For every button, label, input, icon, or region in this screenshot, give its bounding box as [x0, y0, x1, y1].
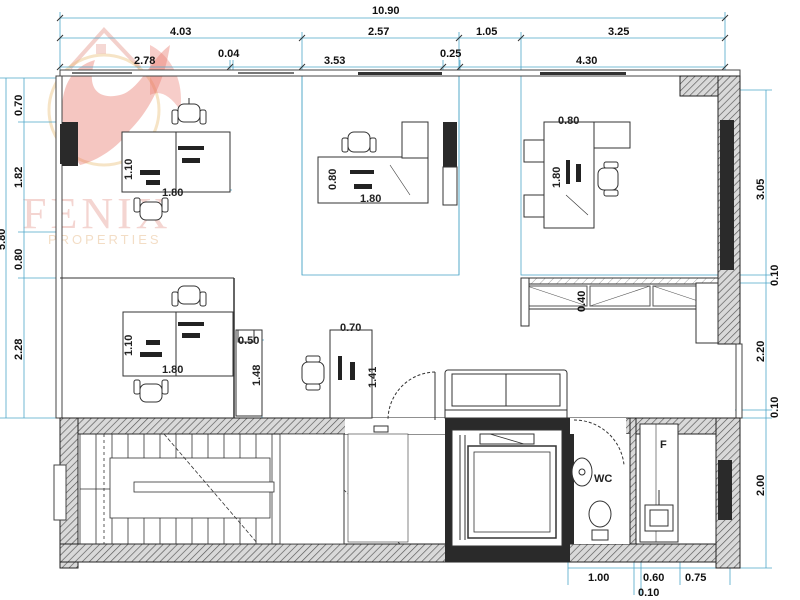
desk-3: 0.80 1.80: [523, 115, 631, 229]
elevator-shaft: [445, 418, 570, 562]
dim-right-4: 0.10: [769, 397, 781, 418]
desk-1-depth: 1.10: [123, 159, 135, 180]
entry-door-swing: [387, 371, 436, 421]
logo-ring-icon: [47, 53, 161, 167]
cabinet-width: 0.50: [238, 335, 259, 347]
dim-bottom-2: 0.60: [643, 572, 664, 584]
office-chair-icon: [133, 379, 169, 403]
dim-left-1: 0.70: [13, 95, 25, 116]
office-chair-icon: [171, 285, 207, 307]
dim-top-3: 1.05: [476, 26, 497, 38]
office-chair-icon: [171, 98, 207, 125]
desk-1: 1.80 1.10: [121, 98, 231, 221]
dim-left-3: 0.80: [13, 249, 25, 270]
dim-top-2: 2.57: [368, 26, 389, 38]
fridge-label: F: [660, 439, 667, 451]
wc-label: WC: [594, 473, 612, 485]
kitchen-sink-icon: [644, 504, 674, 532]
counter-dim: 0.40: [576, 291, 588, 312]
office-chair-icon: [597, 161, 619, 197]
dim-top-6: 0.04: [218, 48, 240, 60]
staircase: [79, 433, 409, 545]
dim-right-3: 2.20: [755, 341, 767, 362]
dim-right-2: 0.10: [769, 265, 781, 286]
dim-bottom-1: 1.00: [588, 572, 609, 584]
sink-icon: [571, 457, 593, 487]
office-chair-icon: [301, 355, 325, 391]
desk-2: 1.80 0.80: [317, 121, 458, 206]
counter: 0.40: [520, 277, 719, 344]
dim-bottom-3: 0.75: [685, 572, 706, 584]
dim-bottom-4: 0.10: [638, 587, 659, 599]
dim-left-4: 2.28: [13, 339, 25, 360]
dim-right-5: 2.00: [755, 475, 767, 496]
desk-3-width: 0.80: [558, 115, 579, 127]
side-chair-icon: [523, 139, 545, 218]
cabinet: 0.50 1.48: [235, 329, 263, 417]
dim-top-8: 0.25: [440, 48, 461, 60]
house-roof-icon: [68, 27, 142, 70]
dim-left-overall: 5.80: [0, 229, 8, 250]
desk-2-depth: 0.80: [327, 169, 339, 190]
desk-4-depth: 1.10: [123, 335, 135, 356]
dim-top-4: 3.25: [608, 26, 629, 38]
office-chair-icon: [133, 197, 169, 221]
kitchenette: F: [629, 417, 679, 545]
desk-5: 0.70 1.41: [301, 322, 389, 433]
cabinet-height: 1.48: [251, 365, 263, 386]
dim-top-9: 4.30: [576, 55, 597, 67]
desk-3-depth: 1.80: [551, 167, 563, 188]
desk-5-width: 0.70: [340, 322, 361, 334]
dimension-lines: [0, 12, 772, 595]
dim-top-7: 3.53: [324, 55, 345, 67]
toilet-icon: [588, 500, 612, 528]
dim-top-5: 2.78: [134, 55, 155, 67]
dim-left-2: 1.82: [13, 167, 25, 188]
dim-overall-width: 10.90: [372, 5, 400, 17]
dim-top-1: 4.03: [170, 26, 191, 38]
desk-2-width: 1.80: [360, 193, 381, 205]
wc-room: WC: [570, 419, 630, 544]
dimension-labels: 10.90 4.03 2.57 1.05 3.25 2.78 0.04 3.53…: [0, 5, 781, 599]
sofa: [444, 369, 568, 419]
office-chair-icon: [341, 131, 377, 153]
desk-4: 1.80 1.10: [122, 285, 234, 403]
desk-4-width: 1.80: [162, 364, 183, 376]
wc-door-swing: [573, 419, 625, 466]
dimension-ticks: [56, 14, 729, 71]
desk-1-width: 1.80: [162, 187, 183, 199]
desk-5-depth: 1.41: [367, 367, 379, 388]
watermark-sub: PROPERTIES: [48, 232, 162, 247]
dim-right-1: 3.05: [755, 179, 767, 200]
